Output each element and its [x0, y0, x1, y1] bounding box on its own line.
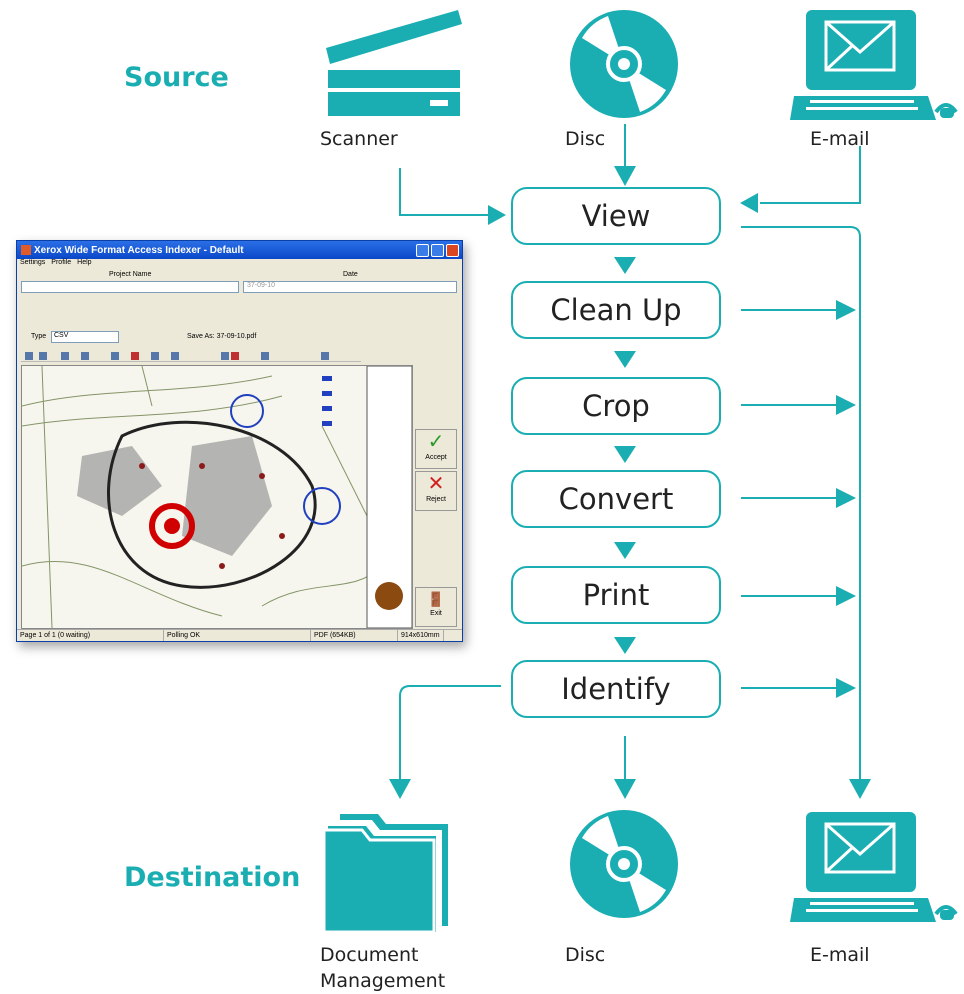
- source-email-label: E-mail: [810, 128, 870, 150]
- menu-help[interactable]: Help: [77, 259, 92, 266]
- dest-docmgmt-label: Document Management: [320, 942, 460, 994]
- status-size: 914x610mm: [398, 630, 444, 641]
- folder-icon: [322, 814, 448, 932]
- status-format: PDF (654KB): [311, 630, 398, 641]
- laptop-email-icon: [790, 812, 958, 922]
- project-name-label: Project Name: [109, 271, 152, 278]
- minimize-icon[interactable]: [416, 243, 429, 257]
- exit-door-icon: 🚪: [427, 591, 445, 607]
- menu-profile[interactable]: Profile: [51, 259, 72, 266]
- project-name-input[interactable]: [21, 281, 239, 293]
- accept-button[interactable]: ✓ Accept: [415, 429, 457, 469]
- x-icon: ✕: [427, 473, 445, 495]
- destination-heading: Destination: [124, 862, 301, 893]
- dest-disc-label: Disc: [565, 944, 606, 966]
- dest-email-label: E-mail: [810, 944, 870, 966]
- email-to-view-line: [760, 146, 861, 204]
- status-polling: Polling OK: [164, 630, 311, 641]
- toolbar-icons[interactable]: [21, 350, 361, 362]
- dest-docmgmt-line1: Document: [320, 944, 419, 966]
- window-titlebar: Xerox Wide Format Access Indexer - Defau…: [17, 241, 462, 259]
- menu-bar: Settings Profile Help: [17, 259, 462, 269]
- type-select[interactable]: CSV: [51, 331, 119, 343]
- disc-icon: [570, 810, 678, 918]
- laptop-email-icon: [790, 10, 958, 120]
- app-screenshot-window: Xerox Wide Format Access Indexer - Defau…: [16, 240, 463, 642]
- step-print: Print: [511, 566, 721, 624]
- maximize-icon[interactable]: [431, 243, 444, 257]
- drawing-preview: [21, 365, 413, 629]
- accept-label: Accept: [425, 454, 447, 461]
- disc-icon: [570, 10, 678, 118]
- date-input[interactable]: 37-09-10: [243, 281, 457, 293]
- reject-button[interactable]: ✕ Reject: [415, 471, 457, 511]
- exit-button[interactable]: 🚪 Exit: [415, 587, 457, 627]
- source-scanner-label: Scanner: [320, 128, 398, 150]
- site-plan-image: [22, 366, 412, 628]
- save-as-label: Save As: 37-09-10.pdf: [187, 333, 257, 340]
- reject-label: Reject: [426, 496, 446, 503]
- view-to-email-line: [741, 226, 861, 780]
- step-convert: Convert: [511, 470, 721, 528]
- toolbar: [21, 349, 361, 362]
- step-view: View: [511, 187, 721, 245]
- source-disc-label: Disc: [565, 128, 606, 150]
- step-identify: Identify: [511, 660, 721, 718]
- dest-docmgmt-line2: Management: [320, 970, 446, 992]
- step-crop: Crop: [511, 377, 721, 435]
- status-bar: Page 1 of 1 (0 waiting) Polling OK PDF (…: [17, 629, 462, 641]
- status-page: Page 1 of 1 (0 waiting): [17, 630, 164, 641]
- check-icon: ✓: [427, 431, 445, 453]
- window-title: Xerox Wide Format Access Indexer - Defau…: [34, 244, 244, 256]
- close-icon[interactable]: [446, 243, 459, 257]
- step-clean-up: Clean Up: [511, 281, 721, 339]
- identify-to-docmgmt-line: [399, 685, 501, 780]
- scanner-icon: [326, 10, 462, 116]
- exit-label: Exit: [430, 610, 442, 617]
- date-label: Date: [343, 271, 358, 278]
- menu-settings[interactable]: Settings: [20, 259, 46, 266]
- source-heading: Source: [124, 62, 229, 93]
- type-label: Type: [31, 333, 47, 340]
- app-icon: [21, 245, 31, 255]
- scanner-to-view-line: [399, 168, 490, 216]
